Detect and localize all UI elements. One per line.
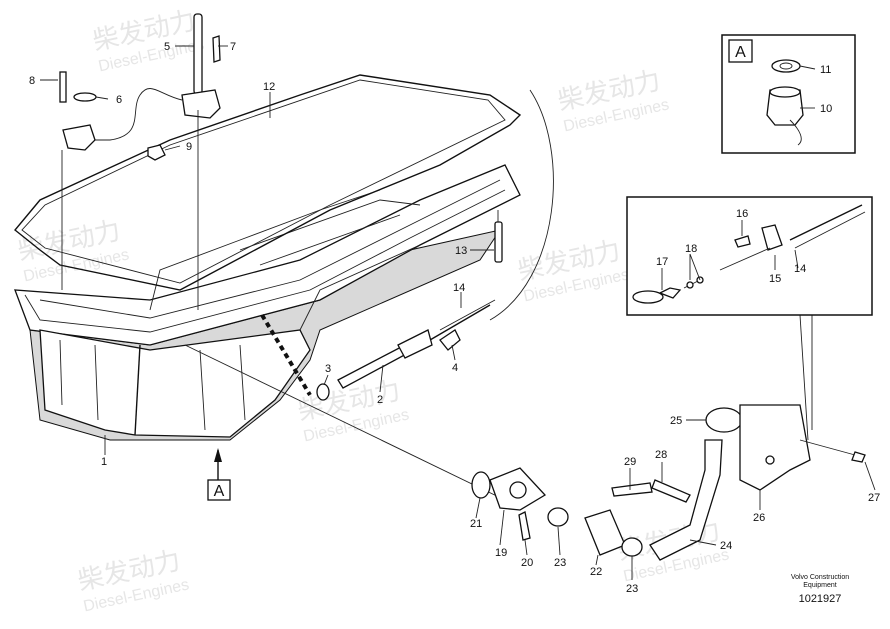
- watermark: 柴发动力 Diesel-Engines: [15, 216, 130, 286]
- part-label: 5: [164, 41, 170, 53]
- detail-callout: A: [207, 448, 231, 501]
- part-label: 11: [820, 64, 831, 76]
- brand-line-1: Volvo Construction: [791, 574, 849, 581]
- part-label: 3: [325, 363, 331, 375]
- leader-lines: [40, 45, 876, 580]
- part-labels: 1 2 3 4 5 6 7 8 9 10 11 12 13 14 14 15 1…: [29, 41, 880, 595]
- dipstick-path: [260, 313, 312, 397]
- assembly-centerline: [184, 344, 506, 501]
- part-label: 14: [794, 263, 806, 275]
- part-label: 23: [554, 557, 566, 569]
- detail-box-label: A: [735, 44, 746, 61]
- part-label: 15: [769, 273, 781, 285]
- part-label: 29: [624, 456, 636, 468]
- oil-pan: [14, 164, 521, 441]
- watermark: 柴发动力 Diesel-Engines: [515, 236, 630, 306]
- footer: Volvo Construction Equipment 1021927: [791, 574, 849, 605]
- part-label: 23: [626, 583, 638, 595]
- part-label: 12: [263, 81, 275, 93]
- part-label: 24: [720, 540, 732, 552]
- part-label: 22: [590, 566, 602, 578]
- part-label: 19: [495, 547, 507, 559]
- part-label: 27: [868, 492, 880, 504]
- part-label: 1: [101, 456, 107, 468]
- part-label: 18: [685, 243, 697, 255]
- guide-arc: [489, 89, 554, 321]
- part-label: 14: [453, 282, 465, 294]
- brand-line-2: Equipment: [803, 582, 837, 589]
- level-sensor: [494, 210, 503, 263]
- part-label: 25: [670, 415, 682, 427]
- watermark: 柴发动力 Diesel-Engines: [75, 546, 190, 616]
- dipstick-tube-assembly: [59, 13, 221, 310]
- detail-box-dipstick: [626, 196, 873, 316]
- watermark: 柴发动力 Diesel-Engines: [555, 66, 670, 136]
- filler-pipe: [611, 404, 866, 561]
- part-label: 6: [116, 94, 122, 106]
- detail-box-a: A: [721, 34, 856, 154]
- part-label: 9: [186, 141, 192, 153]
- watermark: 柴发动力 Diesel-Engines: [90, 6, 205, 76]
- part-label: 13: [455, 245, 467, 257]
- watermark: 柴发动力 Diesel-Engines: [295, 376, 410, 446]
- part-label: 28: [655, 449, 667, 461]
- guide-tube-lower: [316, 329, 461, 401]
- part-label: 7: [230, 41, 236, 53]
- part-label: 8: [29, 75, 35, 87]
- part-label: 26: [753, 512, 765, 524]
- filler-flange: [471, 467, 643, 557]
- part-label: 4: [452, 362, 458, 374]
- gasket: [14, 74, 522, 291]
- detail-leader: [799, 314, 813, 441]
- part-label: 2: [377, 394, 383, 406]
- part-label: 10: [820, 103, 832, 115]
- detail-callout-label: A: [214, 483, 225, 500]
- part-label: 21: [470, 518, 482, 530]
- part-label: 16: [736, 208, 748, 220]
- drawing-number: 1021927: [799, 593, 842, 605]
- part-label: 17: [656, 256, 668, 268]
- part-label: 20: [521, 557, 533, 569]
